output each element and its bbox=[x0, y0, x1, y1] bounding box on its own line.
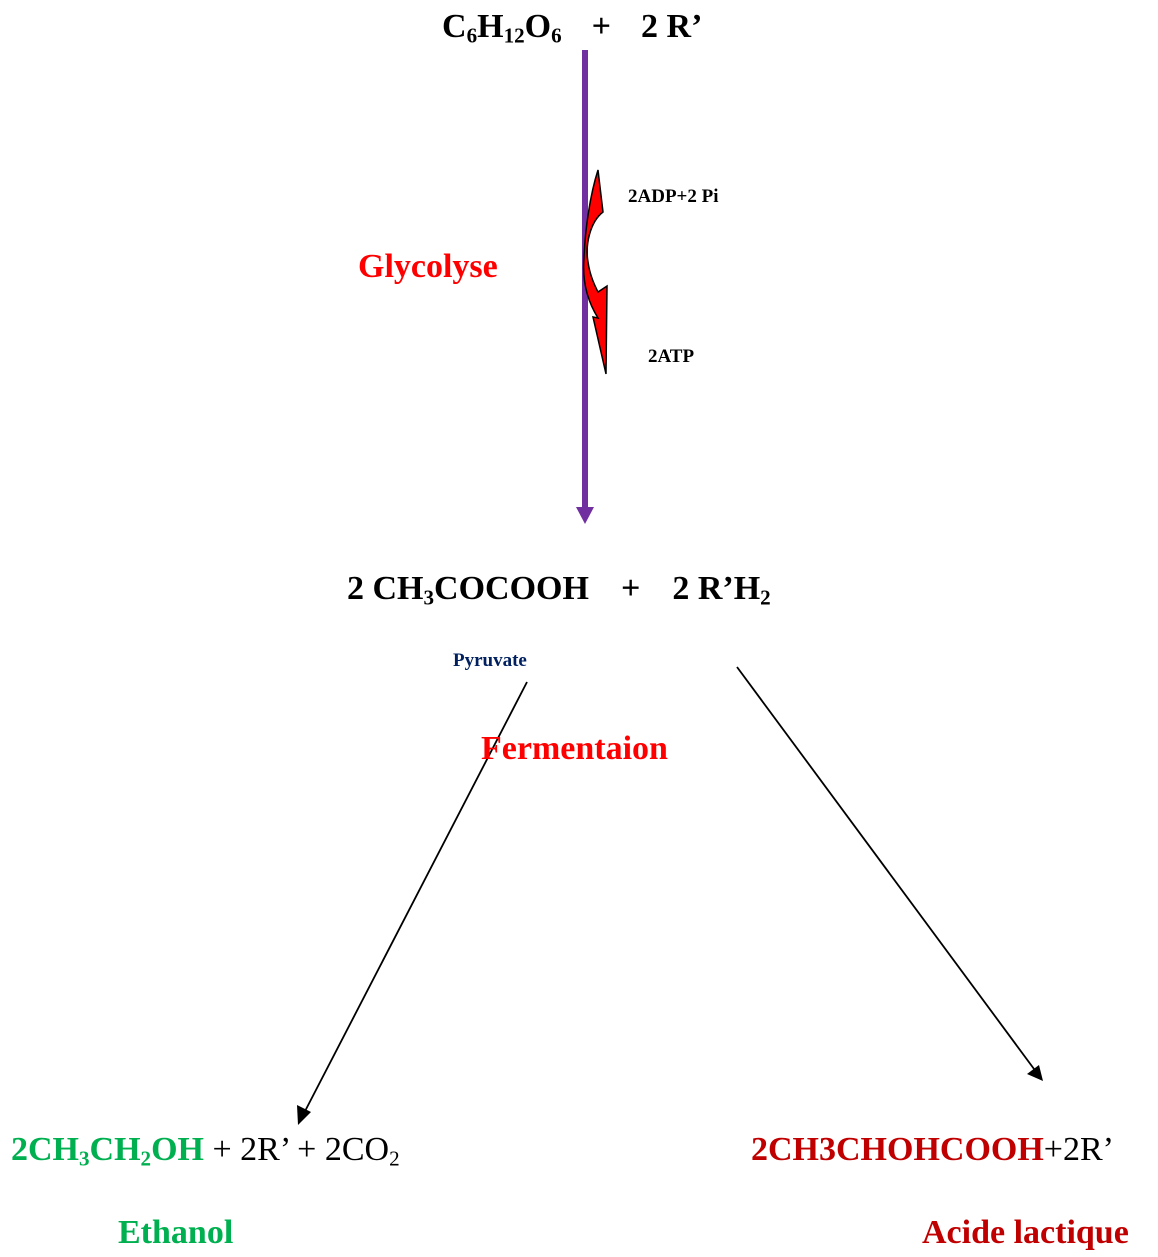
pyruvate-label: Pyruvate bbox=[453, 650, 527, 671]
fermentation-label: Fermentaion bbox=[481, 730, 668, 767]
ethanol-equation: 2CH3CH2OH + 2R’ + 2CO2 bbox=[11, 1131, 400, 1169]
ethanol-formula: 2CH3CH2OH bbox=[11, 1131, 204, 1171]
atp-label: 2ATP bbox=[648, 346, 695, 367]
glucose-formula: C6H12O6 bbox=[442, 8, 562, 48]
lactic-acid-equation: 2CH3CHOHCOOH+2R’ bbox=[751, 1131, 1114, 1169]
ethanol-name: Ethanol bbox=[118, 1214, 234, 1251]
lactic-acid-name: Acide lactique bbox=[922, 1214, 1129, 1251]
pyruvate-equation: 2 CH3COCOOH +2 R’H2 bbox=[347, 570, 771, 608]
pyruvate-formula: 2 CH3COCOOH bbox=[347, 570, 589, 610]
glycolysis-arrow-head bbox=[576, 507, 594, 524]
reduced-cofactor: 2 R’H2 bbox=[672, 570, 771, 610]
plus-sign: + bbox=[591, 8, 612, 45]
atp-curved-arrow bbox=[582, 169, 608, 375]
lactic-byproducts: +2R’ bbox=[1043, 1131, 1114, 1168]
arrow-to-lactic-head bbox=[1027, 1065, 1043, 1081]
arrow-to-ethanol-head bbox=[297, 1105, 311, 1125]
glycolysis-label: Glycolyse bbox=[358, 248, 498, 285]
lactic-acid-formula: 2CH3CHOHCOOH bbox=[751, 1131, 1044, 1168]
arrow-to-lactic bbox=[736, 666, 1038, 1074]
glucose-equation: C6H12O6 +2 R’ bbox=[442, 8, 702, 46]
arrow-to-ethanol bbox=[301, 681, 528, 1118]
plus-sign: + bbox=[620, 570, 641, 607]
ethanol-byproducts: + 2R’ + 2CO2 bbox=[204, 1131, 400, 1171]
cofactor-r: 2 R’ bbox=[641, 8, 703, 45]
adp-pi-label: 2ADP+2 Pi bbox=[628, 186, 719, 207]
